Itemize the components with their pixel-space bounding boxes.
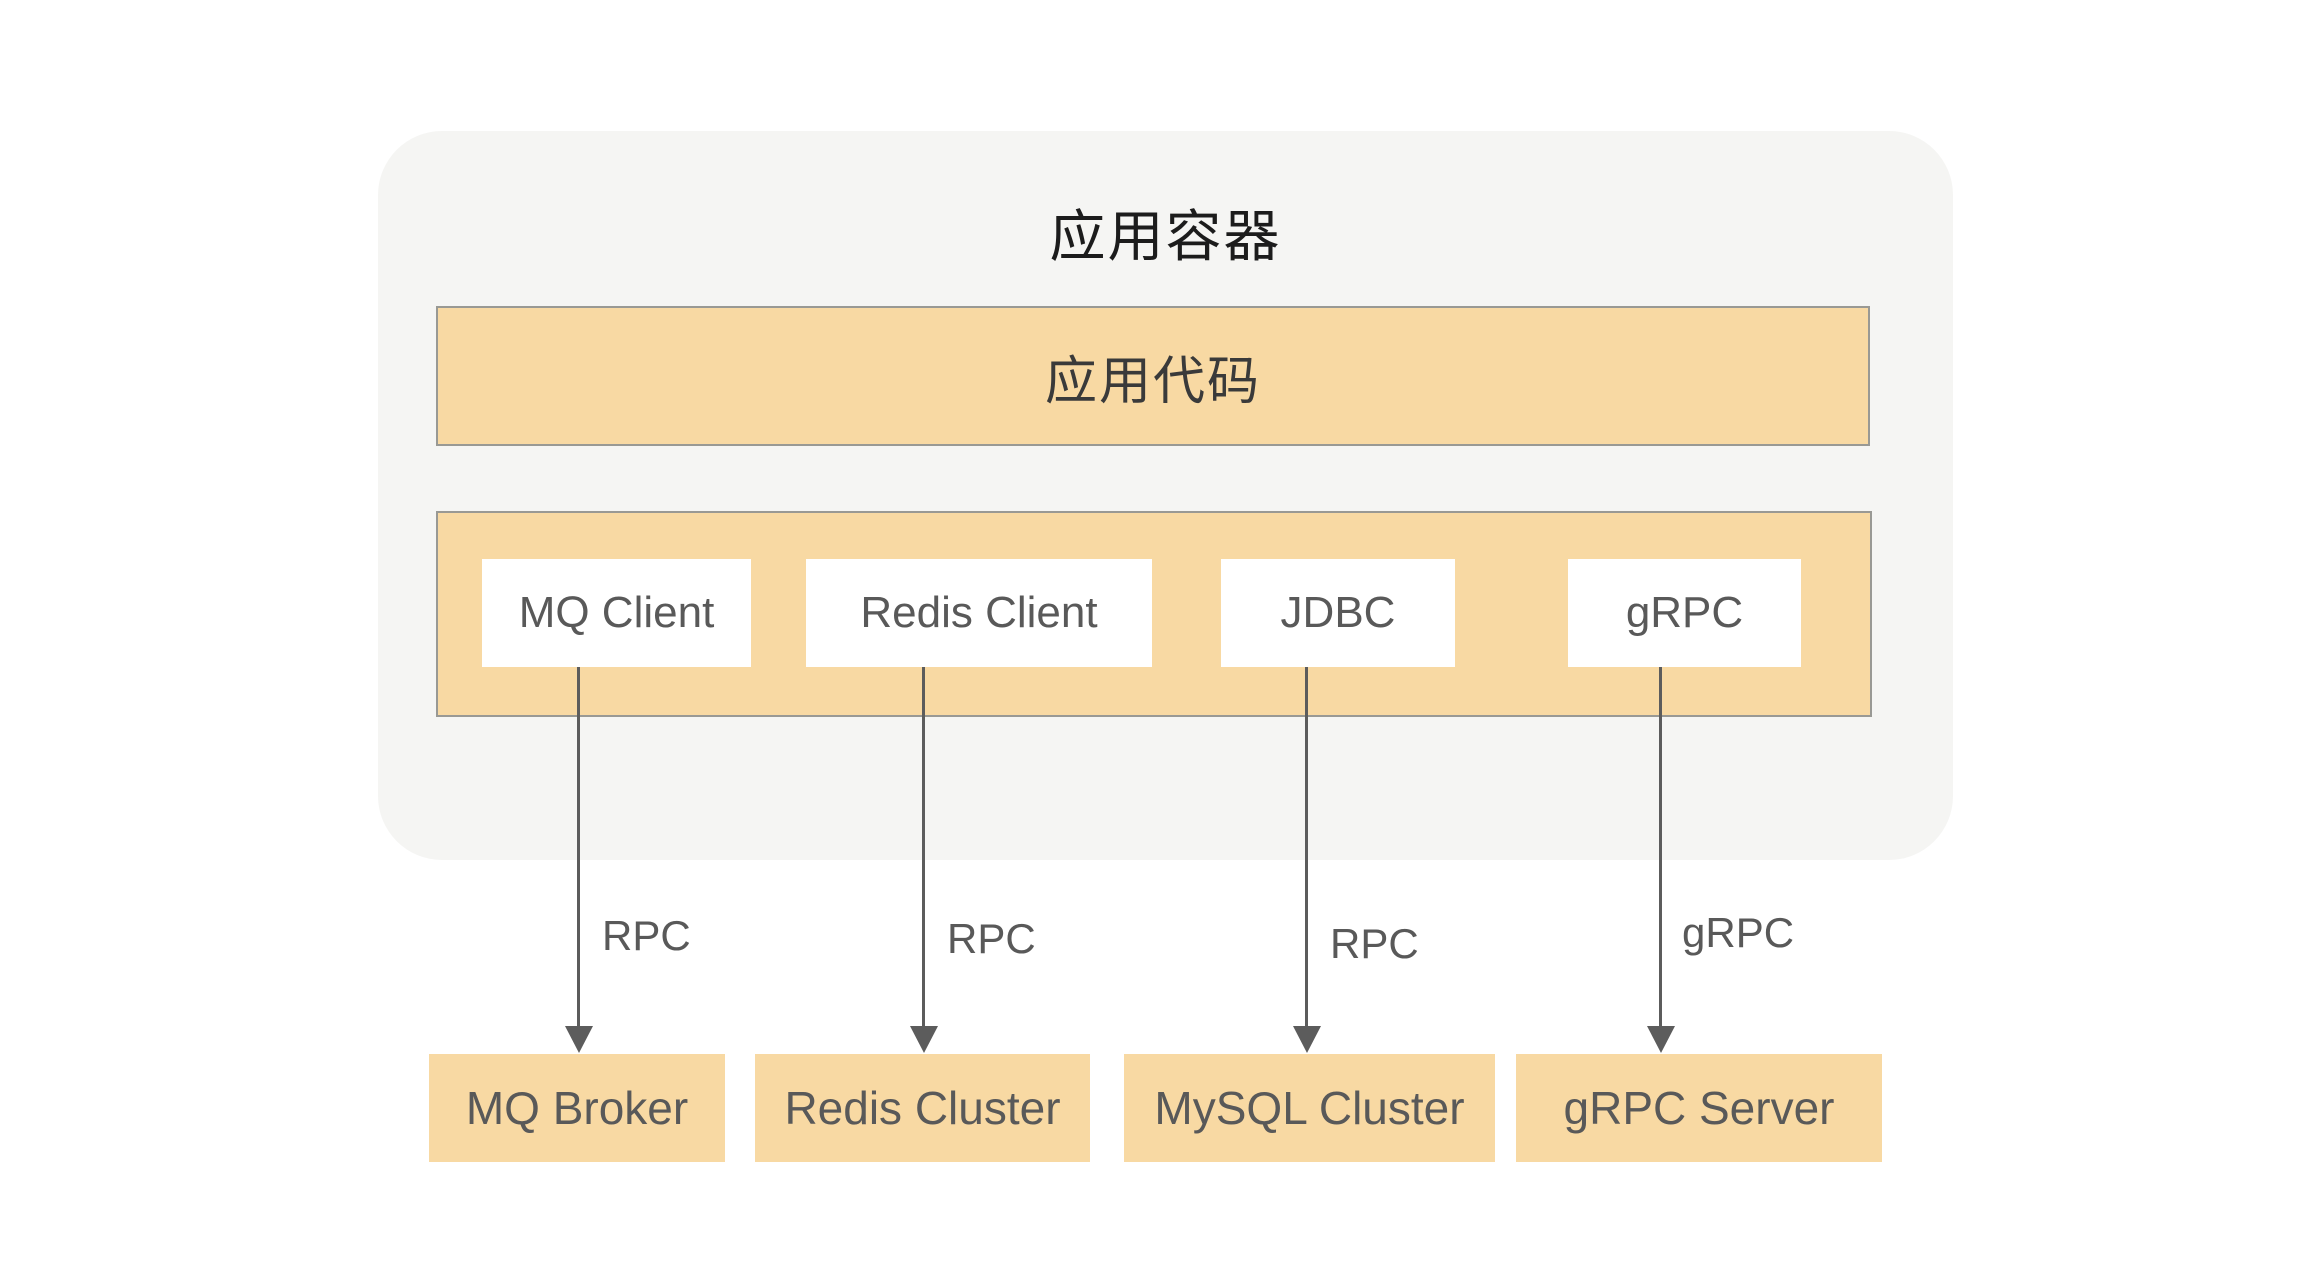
app-container-box: 应用容器 应用代码 [378, 131, 1953, 860]
arrow-line-redis [922, 667, 925, 1029]
app-code-label: 应用代码 [1044, 352, 1261, 411]
arrow-head-icon-redis [910, 1026, 938, 1053]
arrow-head-icon-mysql [1293, 1026, 1321, 1053]
connection-label-grpc: gRPC [1682, 909, 1795, 956]
client-box-jdbc: JDBC [1221, 559, 1455, 667]
arrow-head-icon-mq [565, 1026, 593, 1053]
server-box-mq-broker: MQ Broker [429, 1054, 725, 1162]
client-box-grpc: gRPC [1568, 559, 1801, 667]
server-box-grpc-server: gRPC Server [1516, 1054, 1882, 1162]
connection-label-rpc-3: RPC [1330, 920, 1419, 967]
connection-label-rpc-1: RPC [602, 912, 691, 959]
arrow-line-mq [577, 667, 580, 1029]
arrow-line-mysql [1305, 667, 1308, 1029]
server-box-redis-cluster: Redis Cluster [755, 1054, 1090, 1162]
arrow-head-icon-grpc [1647, 1026, 1675, 1053]
client-box-redis-client: Redis Client [806, 559, 1152, 667]
arrow-line-grpc [1659, 667, 1662, 1029]
app-code-layer: 应用代码 [436, 306, 1870, 446]
client-box-mq-client: MQ Client [482, 559, 751, 667]
server-box-mysql-cluster: MySQL Cluster [1124, 1054, 1495, 1162]
connection-label-rpc-2: RPC [947, 915, 1036, 962]
app-container-title: 应用容器 [1049, 205, 1282, 268]
